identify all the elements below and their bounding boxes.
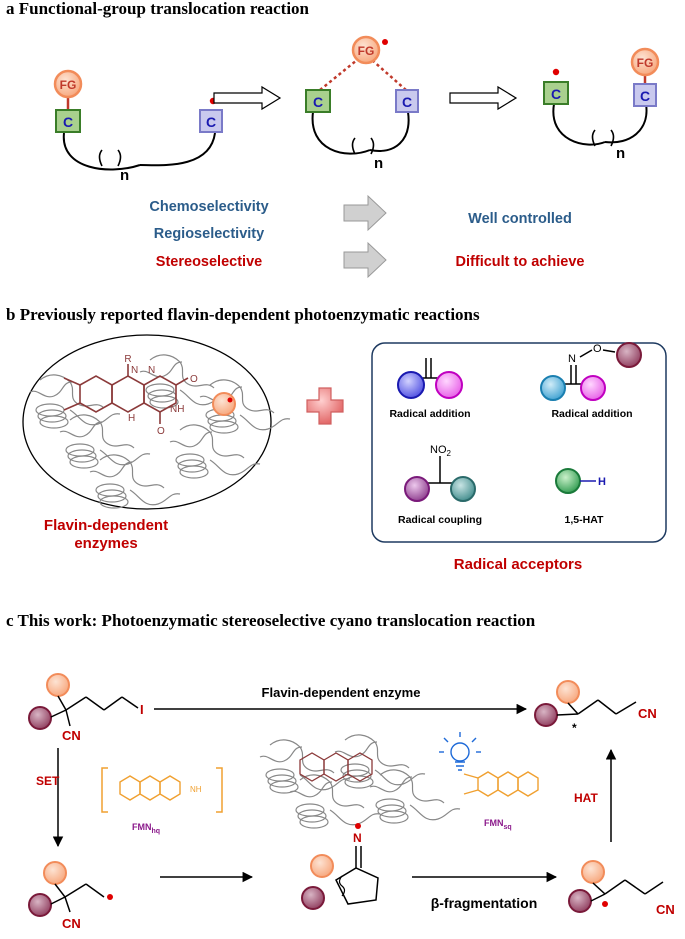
c-text: C	[551, 86, 561, 102]
green-sphere	[555, 468, 581, 494]
fg-circle	[630, 47, 660, 77]
purple-sphere	[404, 476, 430, 502]
iminyl-radical: N	[301, 823, 379, 910]
maroon-sphere	[616, 342, 642, 368]
fmn-sq: FMNsq	[463, 771, 539, 831]
imine-n: N	[353, 831, 362, 845]
h-atom: H	[598, 476, 606, 488]
magenta-sphere	[435, 371, 463, 399]
fg-text: FG	[637, 56, 654, 70]
no2-label: NO2	[430, 444, 452, 458]
panel-b-title: b Previously reported flavin-dependent p…	[6, 305, 480, 324]
hat-label: HAT	[574, 791, 598, 805]
radical-dot	[227, 397, 233, 403]
n-label: n	[120, 167, 129, 184]
c-text: C	[206, 114, 216, 130]
c-box-green	[305, 89, 331, 113]
svg-text:NH: NH	[190, 785, 202, 794]
c-text: C	[402, 94, 412, 110]
teal-sphere	[450, 476, 476, 502]
blue-sphere	[397, 371, 425, 399]
stereo-star: *	[572, 721, 577, 735]
panel-a-structure-1: n FG C C	[53, 69, 223, 184]
acceptor-1-label: Radical addition	[389, 408, 470, 420]
n-atom: N	[568, 353, 576, 365]
set-label: SET	[36, 774, 60, 788]
fg-text: FG	[60, 78, 77, 92]
flavin-core	[63, 364, 189, 424]
h-atom: H	[128, 413, 135, 424]
well-controlled: Well controlled	[468, 211, 572, 227]
enzyme-ellipse	[22, 334, 272, 510]
radical-dot	[382, 39, 388, 45]
panel-a-structure-3: n C FG C	[543, 47, 660, 162]
acceptor-4-label: 1,5-HAT	[565, 514, 604, 526]
r-atom: R	[124, 354, 131, 365]
row-stereoselective: Stereoselective	[156, 254, 262, 270]
fmn-hq: NH FMNhq	[101, 767, 223, 835]
beta-fragmentation-label: β-fragmentation	[431, 895, 538, 911]
c-box-blue	[395, 89, 419, 113]
grey-arrow	[343, 241, 387, 279]
c-box-blue	[633, 83, 657, 107]
fg-text: FG	[358, 44, 375, 58]
row-regioselectivity: Regioselectivity	[154, 226, 264, 242]
fmn-sq-label: FMNsq	[484, 818, 512, 831]
panel-a-structure-2: n FG C C	[305, 35, 419, 172]
iodo-label: I	[140, 702, 144, 717]
enzyme-label-2: enzymes	[74, 535, 137, 552]
c-text: C	[313, 94, 323, 110]
magenta-sphere	[580, 375, 606, 401]
cn-label: CN	[638, 706, 657, 721]
difficult-to-achieve: Difficult to achieve	[456, 254, 585, 270]
cyan-sphere	[540, 375, 566, 401]
nh-atom: NH	[170, 404, 184, 415]
n-label: n	[616, 145, 625, 162]
hollow-arrow	[449, 85, 518, 111]
acceptor-2-label: Radical addition	[551, 408, 632, 420]
plus-icon	[306, 387, 344, 425]
c-box-green	[543, 81, 569, 105]
enzyme-image	[259, 732, 481, 829]
panel-c-title: c This work: Photoenzymatic stereoselect…	[6, 611, 536, 630]
panel-a-title: a Functional-group translocation reactio…	[6, 0, 310, 18]
o-atom: O	[593, 343, 602, 355]
n-atom: N	[131, 365, 138, 376]
c-text: C	[63, 114, 73, 130]
fg-circle	[351, 35, 381, 65]
radical-intermediate: CN	[28, 861, 113, 931]
fg-circle	[53, 69, 83, 99]
fmn-hq-label: FMNhq	[132, 822, 160, 835]
c-box-blue	[199, 109, 223, 133]
cn-label: CN	[656, 902, 675, 917]
o-atom: O	[157, 426, 165, 437]
light-bulb-icon	[439, 732, 481, 771]
starting-material: I CN	[28, 673, 144, 743]
selectivity-table: Chemoselectivity Regioselectivity Stereo…	[149, 194, 585, 279]
carbon-radical: CN	[568, 860, 675, 917]
c-box-green	[55, 109, 81, 133]
n-atom: N	[148, 365, 155, 376]
o-atom: O	[190, 374, 198, 385]
hollow-arrow	[213, 85, 282, 111]
cn-label: CN	[62, 728, 81, 743]
cn-label: CN	[62, 916, 81, 931]
radical-dot	[552, 68, 560, 76]
n-label: n	[374, 155, 383, 172]
top-arrow-label: Flavin-dependent enzyme	[262, 685, 421, 700]
c-text: C	[640, 88, 650, 104]
acceptors-title: Radical acceptors	[454, 556, 582, 573]
radical-acceptors-box: Radical addition N O Radical addition NO…	[371, 342, 667, 543]
enzyme-label-1: Flavin-dependent	[44, 517, 168, 534]
substrate-circle	[212, 392, 236, 416]
product: * CN	[534, 680, 657, 735]
enzyme-ellipse-group: R N N O NH H O	[22, 334, 291, 510]
grey-arrow	[343, 194, 387, 232]
row-chemoselectivity: Chemoselectivity	[149, 199, 268, 215]
acceptor-3-label: Radical coupling	[398, 514, 482, 526]
